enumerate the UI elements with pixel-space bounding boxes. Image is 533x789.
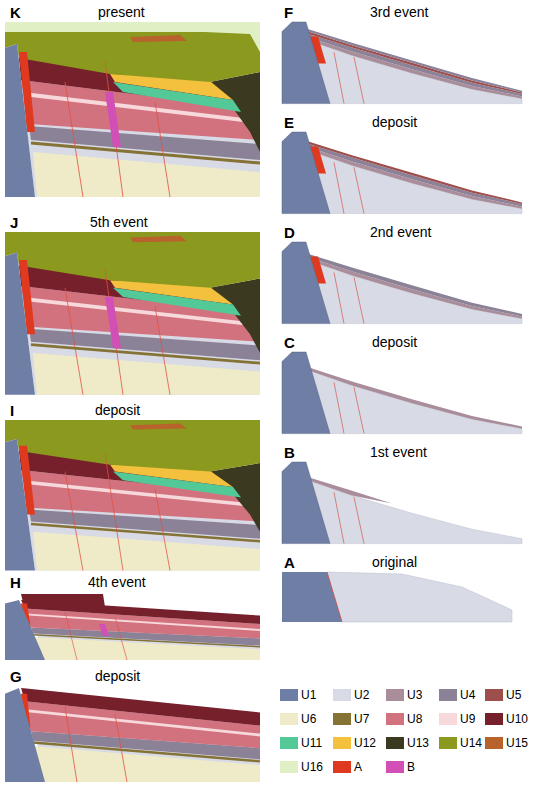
panel-f — [282, 22, 522, 104]
legend-swatch — [280, 713, 298, 725]
panel-k — [5, 22, 260, 197]
legend-swatch — [280, 737, 298, 749]
legend-swatch — [333, 713, 351, 725]
legend-swatch — [485, 689, 503, 701]
legend-text: U14 — [460, 736, 482, 750]
panel-i — [5, 420, 260, 571]
legend-swatch — [333, 761, 351, 773]
legend-text: U6 — [301, 712, 316, 726]
panel-letter: E — [284, 114, 294, 131]
panel-title: deposit — [95, 402, 140, 419]
legend-swatch — [439, 737, 457, 749]
legend-swatch — [386, 761, 404, 773]
panel-letter: I — [10, 402, 14, 419]
legend-text: B — [407, 760, 415, 774]
panel-a — [282, 572, 512, 622]
panel-h — [5, 594, 260, 660]
legend-text: U5 — [506, 688, 521, 702]
panel-letter: D — [284, 224, 295, 241]
legend-text: U15 — [506, 736, 528, 750]
panel-d — [282, 242, 522, 324]
legend-text: U3 — [407, 688, 422, 702]
panel-letter: J — [10, 214, 18, 231]
panel-letter: G — [10, 668, 22, 685]
legend-swatch — [280, 689, 298, 701]
legend-swatch — [386, 737, 404, 749]
legend-text: U4 — [460, 688, 475, 702]
legend-swatch — [485, 737, 503, 749]
legend-text: U13 — [407, 736, 429, 750]
panel-title: 2nd event — [370, 224, 432, 241]
panel-title: deposit — [372, 114, 417, 131]
legend-swatch — [485, 713, 503, 725]
panel-letter: H — [10, 574, 21, 591]
legend-swatch — [386, 689, 404, 701]
legend-text: U10 — [506, 712, 528, 726]
legend-swatch — [333, 737, 351, 749]
legend-text: U16 — [301, 760, 323, 774]
panel-b — [282, 462, 522, 544]
panel-letter: A — [284, 554, 295, 571]
panel-letter: K — [10, 4, 21, 21]
panel-letter: C — [284, 334, 295, 351]
panel-g — [5, 688, 260, 782]
panel-j — [5, 232, 260, 395]
panel-e — [282, 132, 522, 214]
panel-title: 4th event — [88, 574, 146, 591]
legend-text: U12 — [354, 736, 376, 750]
legend-text: A — [354, 760, 362, 774]
panel-letter: B — [284, 444, 295, 461]
legend-swatch — [333, 689, 351, 701]
panel-title: original — [372, 554, 417, 571]
panel-title: 3rd event — [370, 4, 428, 21]
legend-text: U1 — [301, 688, 316, 702]
legend-swatch — [439, 713, 457, 725]
legend-swatch — [439, 689, 457, 701]
panel-title: 1st event — [370, 444, 427, 461]
legend-text: U11 — [301, 736, 322, 750]
panel-title: deposit — [372, 334, 417, 351]
panel-title: deposit — [95, 668, 140, 685]
legend-swatch — [386, 713, 404, 725]
panel-title: 5th event — [90, 214, 148, 231]
legend-text: U7 — [354, 712, 369, 726]
legend-text: U2 — [354, 688, 369, 702]
panel-c — [282, 352, 522, 434]
legend-swatch — [280, 761, 298, 773]
legend-text: U8 — [407, 712, 422, 726]
legend-text: U9 — [460, 712, 475, 726]
panel-title: present — [98, 4, 145, 21]
panel-letter: F — [284, 4, 293, 21]
